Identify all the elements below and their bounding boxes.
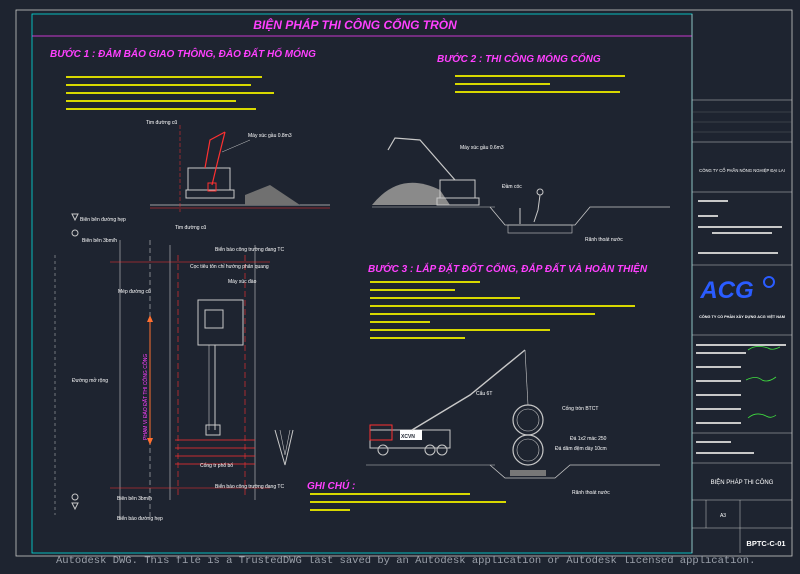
- step1-section: [150, 125, 330, 212]
- step1-side-boundary-label: Biên bên 3bm/h: [82, 238, 117, 244]
- step1-excavator-label: Máy xúc gầu 0.8m3: [248, 133, 292, 139]
- step3-lean-concrete-label: Đá dăm đệm dày 10cm: [555, 446, 607, 452]
- step3-section: [366, 349, 660, 479]
- step1-soft-barrier-label: Cọc tiêu tôn chỉ hướng phản quang: [190, 263, 269, 270]
- step2-drainage-label: Rãnh thoát nước: [585, 237, 623, 243]
- step1-vertical-note: PHẠM VI ĐÀO ĐẤT THI CÔNG CỐNG: [142, 354, 149, 440]
- consultant-company-name: CÔNG TY CỔ PHẦN XÂY DỰNG ACG VIỆT NAM: [699, 314, 785, 319]
- step2-notes: [455, 75, 625, 93]
- title-block: [691, 14, 792, 553]
- drawing-frame: [31, 13, 693, 554]
- main-title: BIỆN PHÁP THI CÔNG CỐNG TRÒN: [253, 17, 457, 32]
- step1-plan: [54, 213, 294, 520]
- step2-section: [372, 137, 670, 234]
- step3-drainage-label: Rãnh thoát nước: [572, 490, 610, 496]
- step1-road-boundary-label: Biên bên đường hẹp: [80, 217, 126, 223]
- excavator-2-body: [197, 299, 244, 346]
- sheet-title: BIỆN PHÁP THI CÔNG: [711, 478, 774, 486]
- drawing-number: BPTC-C-01: [746, 539, 785, 548]
- step3-crane-label: Cẩu 6T: [476, 390, 492, 397]
- step3-notes: [370, 281, 635, 339]
- step1-warning-barrier-label: Biển báo công trường đang TC: [215, 246, 284, 253]
- excavator-3-body: [439, 179, 476, 199]
- step1-road-top-2-label: Tim đường cũ: [175, 225, 206, 231]
- status-bar-text: Autodesk DWG. This file is a TrustedDWG …: [56, 555, 756, 567]
- acg-logo-mark: [763, 276, 775, 288]
- step1-title: BƯỚC 1 : ĐẢM BẢO GIAO THÔNG, ĐÀO ĐẤT HỐ …: [50, 47, 316, 60]
- excavator-1-body: [187, 167, 231, 191]
- step1-culvert-label: Cống tr phổ bố: [200, 462, 233, 469]
- step3-title: BƯỚC 3 : LẮP ĐẶT ĐỐT CỐNG, ĐẮP ĐẤT VÀ HO…: [368, 262, 648, 275]
- culvert-pipe: [512, 404, 544, 436]
- notes-title: GHI CHÚ :: [307, 479, 355, 492]
- sheet-scale: A3: [720, 513, 726, 519]
- outer-frame: [15, 9, 793, 557]
- step2-formwork-label: Đầm cóc: [502, 184, 522, 190]
- step1-road-top-label: Tim đường cũ: [146, 120, 177, 126]
- step2-title: BƯỚC 2 : THI CÔNG MÓNG CỐNG: [437, 52, 601, 65]
- step2-excavator-label: Máy xúc gầu 0.6m3: [460, 145, 504, 151]
- step1-old-road-label: Đường mở rộng: [72, 377, 108, 384]
- step3-truck-label: XCVN: [401, 434, 415, 440]
- step1-road-boundary-2-label: Biển báo đường hẹp: [117, 515, 163, 522]
- step1-side-boundary-2-label: Biên bên 3bm/h: [117, 496, 152, 502]
- client-company-name: CÔNG TY CỔ PHẦN NÔNG NGHIỆP ĐẠI LAI: [699, 168, 785, 173]
- step3-pipe-label: Cống tròn BTCT: [562, 406, 598, 412]
- step1-warning-barrier-2-label: Biển báo công trường đang TC: [215, 483, 284, 490]
- acg-logo: ACG: [699, 277, 753, 304]
- step1-excavator-2-label: Máy xúc đào: [228, 279, 257, 285]
- step3-gravel-label: Đá 1x2 mác 250: [570, 436, 607, 442]
- step1-notes: [66, 76, 274, 110]
- notes-body: [310, 493, 506, 511]
- step1-old-road-edge-label: Mép đường cũ: [118, 289, 151, 295]
